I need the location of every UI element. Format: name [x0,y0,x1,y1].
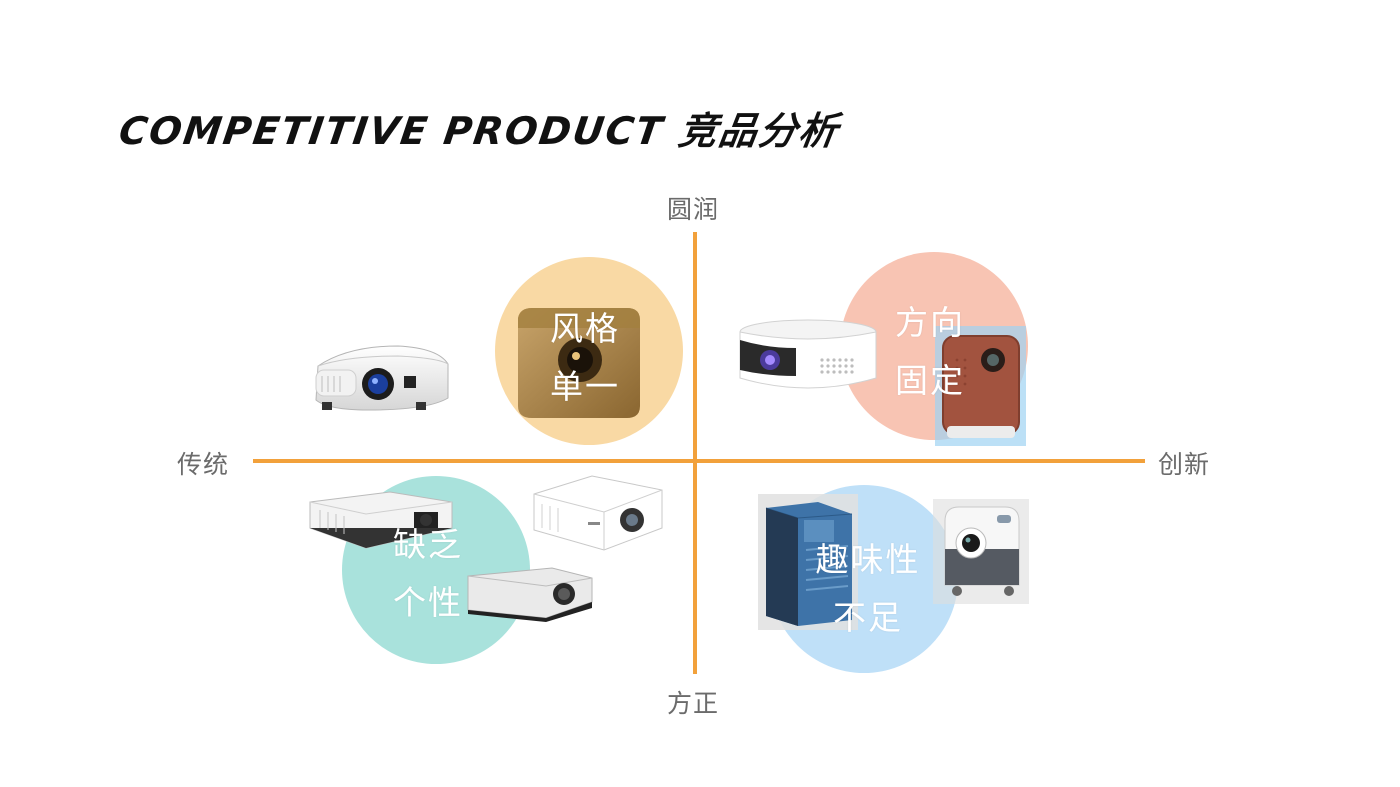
quadrant-tag-bottom-right: 趣味性 不足 [808,531,928,647]
quadrant-tag-line2: 单一 [550,367,620,406]
projector-image-blue-tower [758,494,858,630]
projector-image-gold-cube [518,308,640,418]
quadrant-tag-bottom-left: 缺乏 个性 [393,516,463,632]
projector-image-kids-grey [933,499,1029,604]
axis-label-bottom: 方正 [667,689,720,718]
quadrant-tag-line1: 缺乏 [393,525,463,564]
page-title: COMPETITIVE PRODUCT 竞品分析 [116,109,842,153]
projector-image-benq-white [533,475,663,551]
projector-image-brown-mini [935,326,1026,446]
quadrant-tag-line2: 固定 [895,361,965,400]
projector-image-epson-white [315,345,449,411]
quadrant-tag-line2: 个性 [393,583,463,622]
axis-label-left: 传统 [177,450,230,479]
axis-label-right: 创新 [1158,450,1211,479]
quadrant-tag-line2: 不足 [833,598,903,637]
quadrant-tag-top-left: 风格 单一 [550,300,620,416]
quadrant-tag-top-right: 方向 固定 [895,294,965,410]
quadrant-tag-line1: 风格 [550,309,620,348]
quadrant-tag-line1: 方向 [895,303,965,342]
projector-image-dark-slim [467,567,593,622]
vertical-axis [693,232,697,674]
projector-image-round-white [739,319,877,389]
horizontal-axis [253,459,1145,463]
projector-image-epson-flat [309,491,453,549]
axis-label-top: 圆润 [667,195,720,224]
quadrant-tag-line1: 趣味性 [815,540,921,579]
